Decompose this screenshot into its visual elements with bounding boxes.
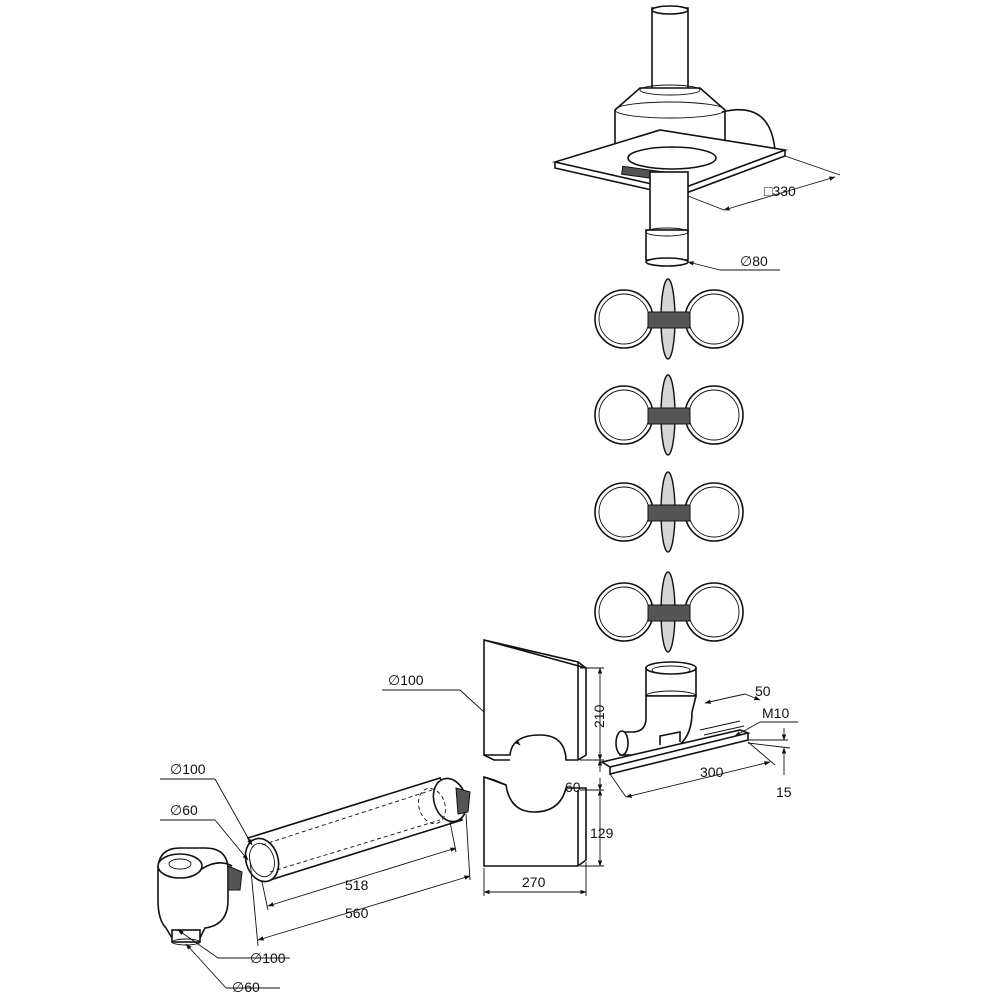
bracket-dimensions: 50 M10 15 300 [609,683,798,800]
roof-terminal [551,5,789,267]
plate-size-label: □330 [764,183,796,199]
elbow-fitting [157,847,243,946]
plate-gap-label: 60 [565,779,581,795]
plate-dimensions: 210 60 129 270 [483,667,614,896]
plate-lower-label: 129 [590,825,614,841]
tube-outer-diameter-label: ∅100 [170,761,206,777]
tube-dimensions: 518 560 [249,813,471,947]
bend-diameter-label: ∅100 [388,672,424,688]
wall-clamp-3 [594,471,744,553]
coaxial-tube [244,777,471,883]
plate-size-dimension: □330 [687,155,841,211]
wall-plate-lower [483,775,587,867]
tube-inner-length-label: 518 [345,877,369,893]
tube-length-label: 560 [345,905,369,921]
wall-clamp-2 [594,374,744,456]
elbow-diameter-dimensions: ∅100 ∅60 [177,929,290,995]
bracket-length-label: 300 [700,764,724,780]
bracket-height-label: 15 [776,784,792,800]
bend-with-bracket [599,661,751,776]
wall-clamp-4 [594,571,744,653]
bracket-thread-label: M10 [762,705,789,721]
elbow-inner-diameter-label: ∅60 [232,979,260,995]
bracket-width-label: 50 [755,683,771,699]
plate-width-label: 270 [522,874,546,890]
tube-diameter-dimensions: ∅100 ∅60 [160,761,253,861]
tube-inner-diameter-label: ∅60 [170,802,198,818]
terminal-diameter-label: ∅80 [740,253,768,269]
plate-height-label: 210 [591,704,607,728]
elbow-outer-diameter-label: ∅100 [250,950,286,966]
terminal-diameter-dimension: ∅80 [687,253,780,271]
wall-clamp-1 [594,278,744,360]
wall-plate-upper [483,638,587,761]
